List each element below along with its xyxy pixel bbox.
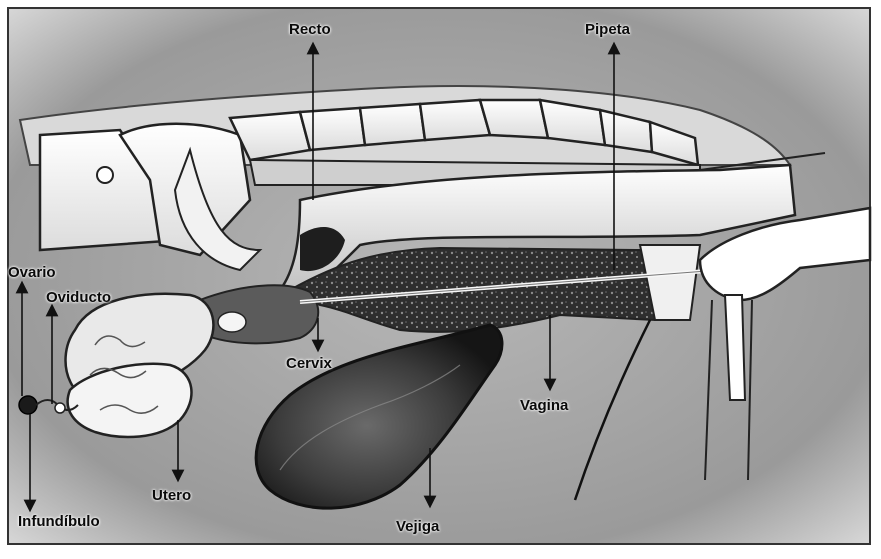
cervix — [200, 285, 318, 343]
label-cervix: Cervix — [286, 356, 332, 371]
label-infundibulo: Infundíbulo — [18, 514, 100, 529]
label-oviducto: Oviducto — [46, 290, 111, 305]
label-ovario: Ovario — [8, 265, 56, 280]
label-utero: Utero — [152, 488, 191, 503]
label-vejiga: Vejiga — [396, 519, 439, 534]
label-vagina: Vagina — [520, 398, 568, 413]
label-recto: Recto — [289, 22, 331, 37]
label-pipeta: Pipeta — [585, 22, 630, 37]
ovary — [19, 396, 37, 414]
